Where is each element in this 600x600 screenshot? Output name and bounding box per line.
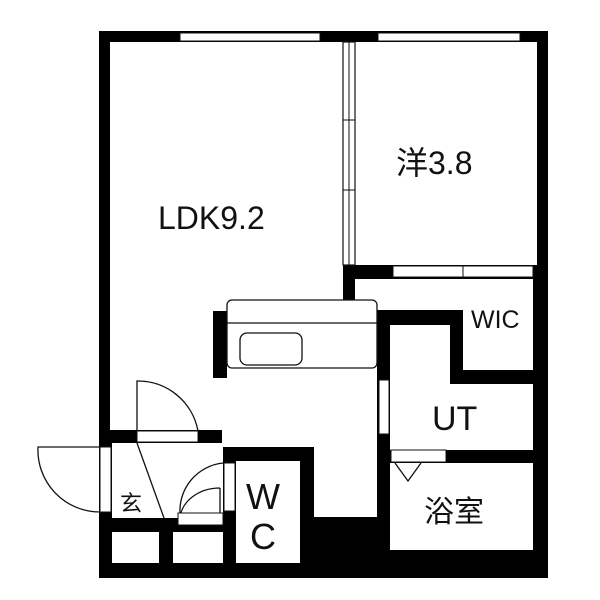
entrance-inner-door-swing [136,380,199,432]
sink [239,332,303,366]
room-ldk [110,42,377,517]
wc-door-swing [179,462,224,514]
entrance-step-line [136,442,165,519]
bath-door-marker [394,462,422,483]
room-wic [355,279,533,370]
room-wc [236,461,300,563]
front-door [99,446,112,513]
entrance-inner-door [136,430,199,443]
label-wc-w: W [246,476,280,517]
label-ldk: LDK9.2 [158,200,265,236]
front-door-swing [37,446,101,513]
room-entrance [112,443,223,518]
wc-door [223,462,236,512]
label-bath: 浴室 [424,496,484,529]
storage-left [112,532,159,563]
bath-door [390,449,447,463]
storage-door [177,512,224,526]
ut-door [378,379,390,435]
kitchen-wall [213,311,227,378]
room-ut [390,325,533,450]
label-wc-c: C [250,516,276,557]
label-wic: WIC [471,306,520,334]
label-western: 洋3.8 [396,145,473,181]
storage-right [173,532,223,563]
room-western [355,42,537,265]
window-western [377,32,521,42]
label-ut: UT [432,400,478,438]
window-ldk [179,32,321,42]
room-bath [390,463,533,550]
label-entrance: 玄 [120,491,143,516]
